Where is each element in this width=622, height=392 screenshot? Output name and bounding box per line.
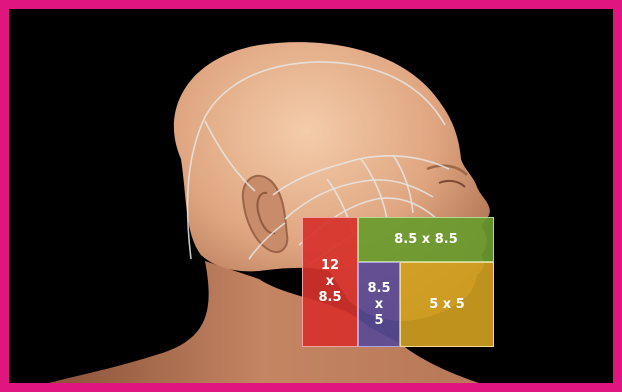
fov-label-line: 5 [367, 313, 390, 329]
fov-label-12x8.5: 12 x 8.5 [318, 258, 341, 306]
fov-label-line: 12 [318, 258, 341, 274]
fov-label-8.5x5: 8.5 x 5 [367, 281, 390, 329]
fov-label-8.5x8.5: 8.5 x 8.5 [394, 232, 458, 248]
fov-box-5x5: 5 x 5 [400, 262, 494, 347]
fov-label-line: 8.5 [367, 281, 390, 297]
fov-label-5x5: 5 x 5 [429, 297, 465, 313]
fov-label-line: x [367, 297, 390, 313]
fov-box-12x8.5: 12 x 8.5 [302, 217, 358, 347]
fov-label-line: x [318, 274, 341, 290]
fov-box-8.5x8.5: 8.5 x 8.5 [358, 217, 494, 262]
fov-label-line: 8.5 [318, 290, 341, 306]
fov-box-8.5x5: 8.5 x 5 [358, 262, 400, 347]
